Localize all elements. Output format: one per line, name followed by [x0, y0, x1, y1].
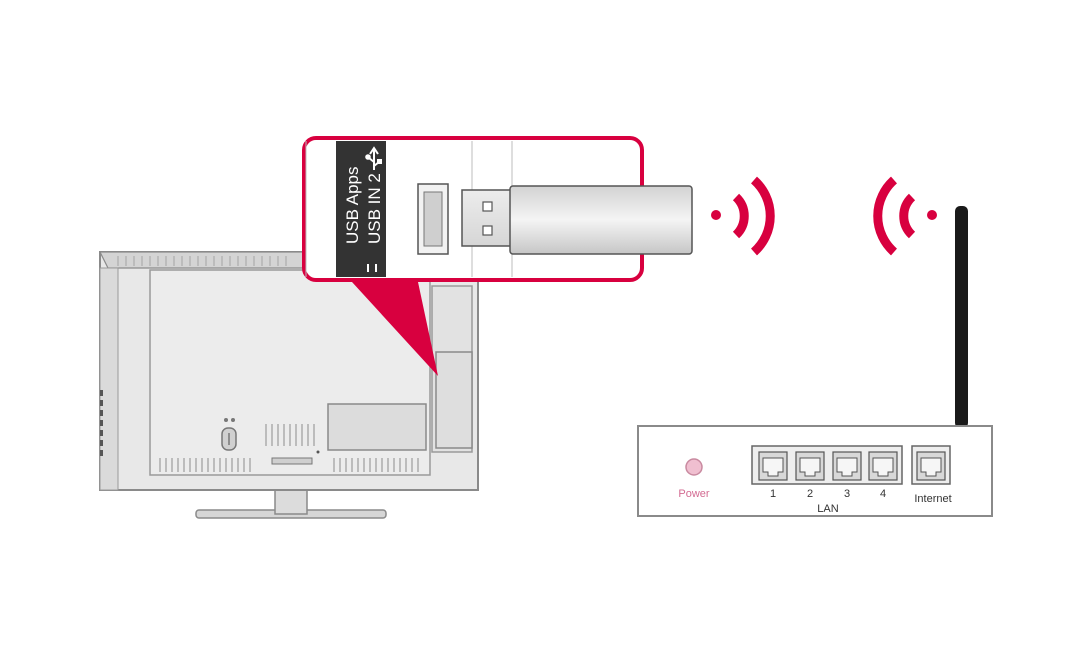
tv-card-slot — [271, 457, 313, 465]
dongle-body — [509, 185, 693, 255]
tv-label-plate — [327, 403, 427, 451]
tv-indicator-dot — [316, 450, 320, 454]
internet-port — [916, 451, 946, 481]
tv-bottom-vents — [159, 458, 419, 472]
tv-top-vents — [117, 256, 287, 266]
lan-port-3 — [832, 451, 862, 481]
router-antenna — [955, 206, 968, 428]
power-led-icon — [685, 458, 703, 476]
power-label: Power — [678, 488, 710, 500]
usb-icon — [365, 146, 382, 272]
wifi-signal-icon — [873, 176, 937, 256]
wireless-router: Power 1 2 3 4 LAN Internet — [637, 206, 993, 517]
tv-rear — [99, 251, 479, 519]
tv-power-socket-icon — [221, 418, 237, 451]
tv-left-side — [99, 267, 119, 491]
callout-label-usb-in-2: USB IN 2 — [365, 173, 384, 244]
lan-port-1 — [758, 451, 788, 481]
internet-label: Internet — [914, 493, 951, 505]
lan-label: LAN — [817, 503, 838, 515]
lan-port-1-label: 1 — [770, 488, 776, 500]
lan-port-2 — [795, 451, 825, 481]
lan-port-4-label: 4 — [880, 488, 886, 500]
lan-port-2-label: 2 — [807, 488, 813, 500]
wifi-left-dot — [711, 210, 721, 220]
tv-usb-port-area — [435, 351, 473, 449]
usb-wifi-dongle — [461, 185, 693, 255]
wifi-signal-icon — [711, 176, 775, 256]
tv-side-vents — [100, 390, 103, 456]
tv-mid-vents — [265, 424, 315, 446]
lan-port-3-label: 3 — [844, 488, 850, 500]
wifi-right-dot — [927, 210, 937, 220]
lan-port-4 — [868, 451, 898, 481]
usb-plug — [461, 189, 519, 247]
callout-pointer — [352, 282, 438, 376]
callout-label-usb-apps: USB Apps — [343, 167, 362, 245]
